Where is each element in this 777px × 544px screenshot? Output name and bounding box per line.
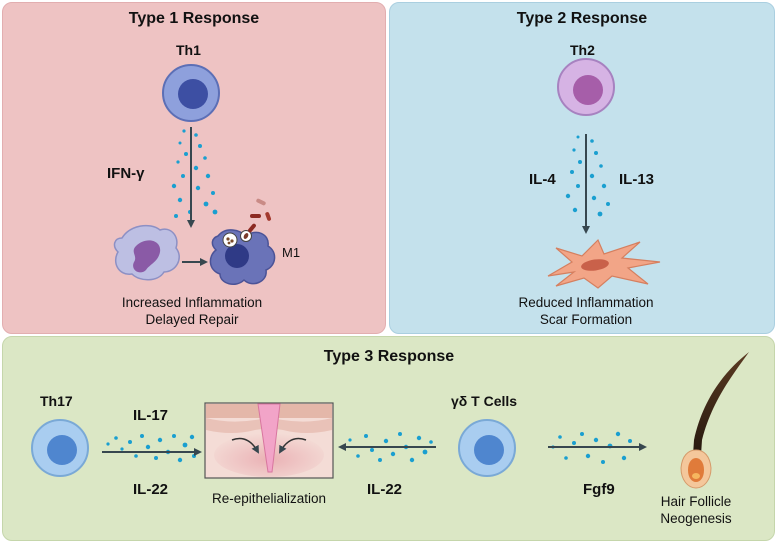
- th2-label: Th2: [570, 42, 595, 58]
- fgf9-label: Fgf9: [583, 481, 615, 498]
- hair-follicle: [680, 352, 749, 489]
- th1-label: Th1: [176, 42, 201, 58]
- th17-cell: [31, 419, 89, 477]
- il4-il13-dots: [565, 135, 610, 217]
- th2-cell: [557, 58, 615, 116]
- type1-caption-line2: Delayed Repair: [145, 312, 239, 327]
- gd-t-cell: [458, 419, 516, 477]
- type2-caption-line2: Scar Formation: [539, 312, 633, 327]
- hair-caption-line1: Hair Follicle: [660, 494, 732, 509]
- il13-label: IL-13: [619, 171, 655, 188]
- wound-skin-image: [204, 402, 334, 479]
- m1-macrophage: [209, 229, 276, 285]
- il17-label: IL-17: [133, 407, 169, 424]
- ifn-gamma-label: IFN-γ: [107, 165, 145, 182]
- il22-right-dots: [348, 432, 433, 463]
- macrophage-naive: [113, 224, 180, 281]
- il4-label: IL-4: [529, 171, 556, 188]
- ifn-gamma-dots: [171, 129, 218, 218]
- type1-caption-line1: Increased Inflammation: [121, 295, 263, 310]
- m1-label: M1: [282, 245, 301, 260]
- th1-cell: [162, 64, 220, 122]
- type3-title: Type 3 Response: [323, 348, 455, 365]
- fibroblast: [547, 238, 661, 289]
- th17-label: Th17: [40, 393, 73, 409]
- il22-left-label: IL-22: [133, 481, 169, 498]
- wound-caption: Re-epithelialization: [211, 491, 327, 506]
- hair-caption-line2: Neogenesis: [660, 511, 732, 526]
- bacteria: [248, 198, 272, 233]
- gd-t-cells-label: γδ T Cells: [451, 393, 518, 409]
- type1-title: Type 1 Response: [128, 10, 260, 27]
- il22-right-label: IL-22: [367, 481, 403, 498]
- type2-title: Type 2 Response: [516, 10, 648, 27]
- type3-panel: [2, 336, 775, 541]
- il17-il22-dots: [106, 434, 196, 463]
- type2-caption-line1: Reduced Inflammation: [518, 295, 654, 310]
